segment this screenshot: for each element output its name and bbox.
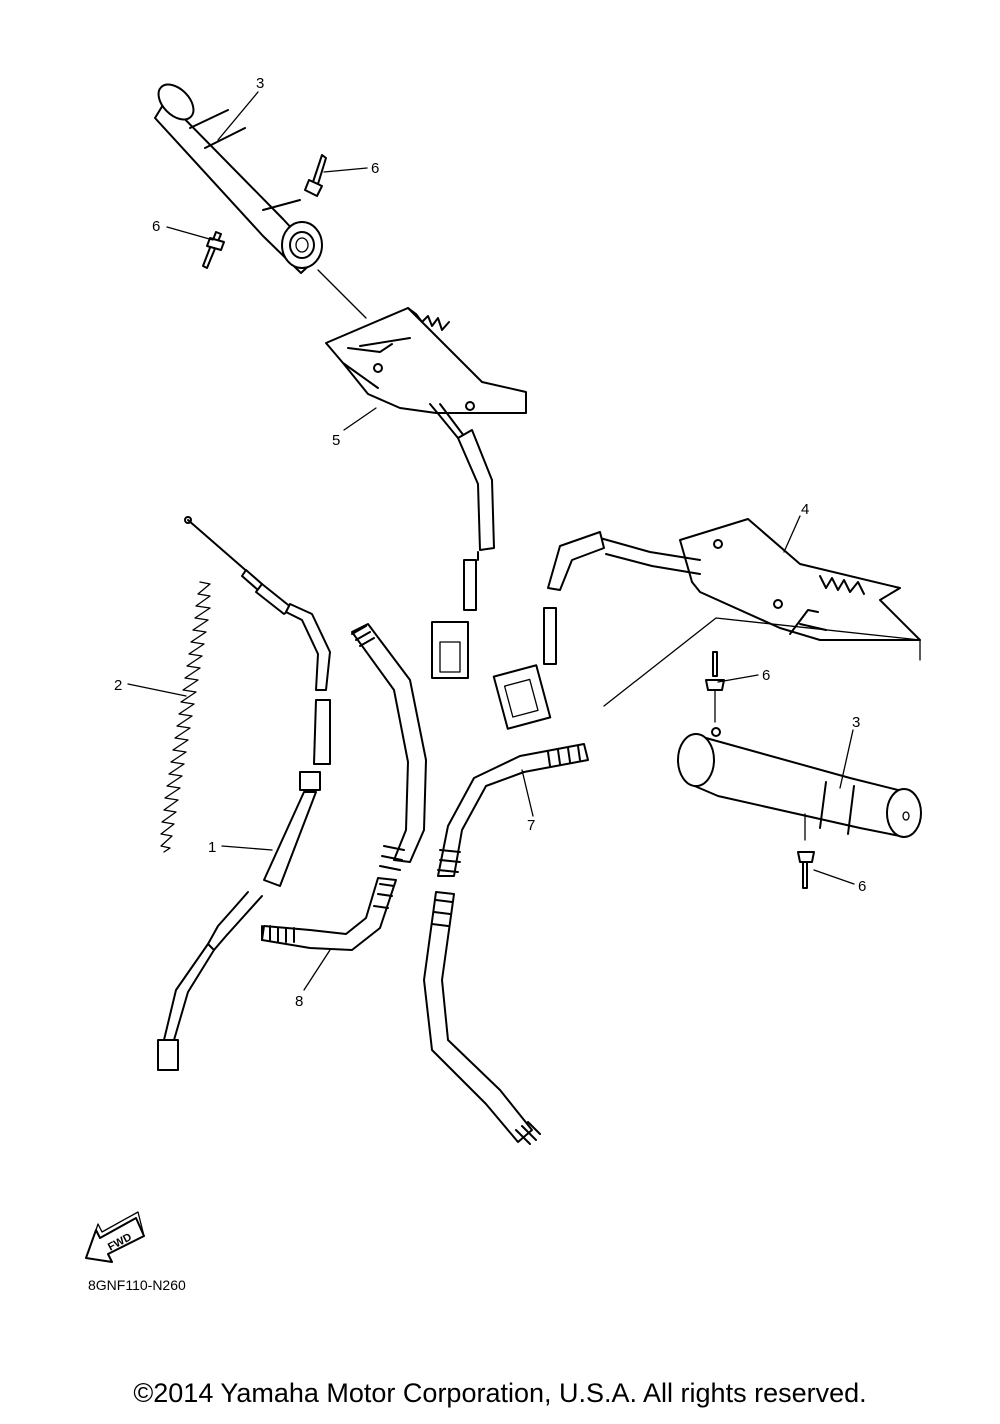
callout-heater-right: 4 — [801, 501, 809, 518]
callout-grip-right: 3 — [852, 714, 860, 731]
copyright-notice: ©2014 Yamaha Motor Corporation, U.S.A. A… — [133, 1378, 867, 1408]
callout-rivet-top-left: 6 — [152, 218, 160, 235]
callout-labels: 3 6 6 5 4 2 1 6 3 7 6 8 — [114, 75, 866, 1010]
callout-rivet-mid: 6 — [762, 667, 770, 684]
grip-right-outline — [603, 617, 921, 707]
callout-heater-top: 5 — [332, 432, 340, 449]
callout-spring: 2 — [114, 677, 122, 694]
grip-right — [677, 727, 922, 838]
tube-8 — [261, 623, 427, 951]
callout-tube-7: 7 — [527, 817, 535, 834]
leader-grip-to-heater — [317, 269, 367, 319]
heater-right — [492, 518, 921, 730]
spring — [160, 581, 211, 853]
callout-grip-top: 3 — [256, 75, 264, 92]
heater-top — [325, 307, 527, 679]
rivet-mid — [705, 651, 725, 723]
rivet-top-left — [202, 231, 225, 269]
diagram-code: 8GNF110-N260 — [88, 1277, 186, 1293]
cable — [157, 516, 331, 1071]
grip-top — [154, 83, 323, 274]
rivet-top-right — [304, 154, 327, 197]
callout-rivet-bottom: 6 — [858, 878, 866, 895]
callout-rivet-top-right: 6 — [371, 160, 379, 177]
leader-lines — [127, 91, 855, 991]
tube-7 — [423, 743, 589, 1145]
rivet-bottom — [797, 813, 815, 889]
callout-cable: 1 — [208, 839, 216, 856]
fwd-arrow-icon: FWD — [85, 1211, 145, 1263]
callout-tube-8: 8 — [295, 993, 303, 1010]
